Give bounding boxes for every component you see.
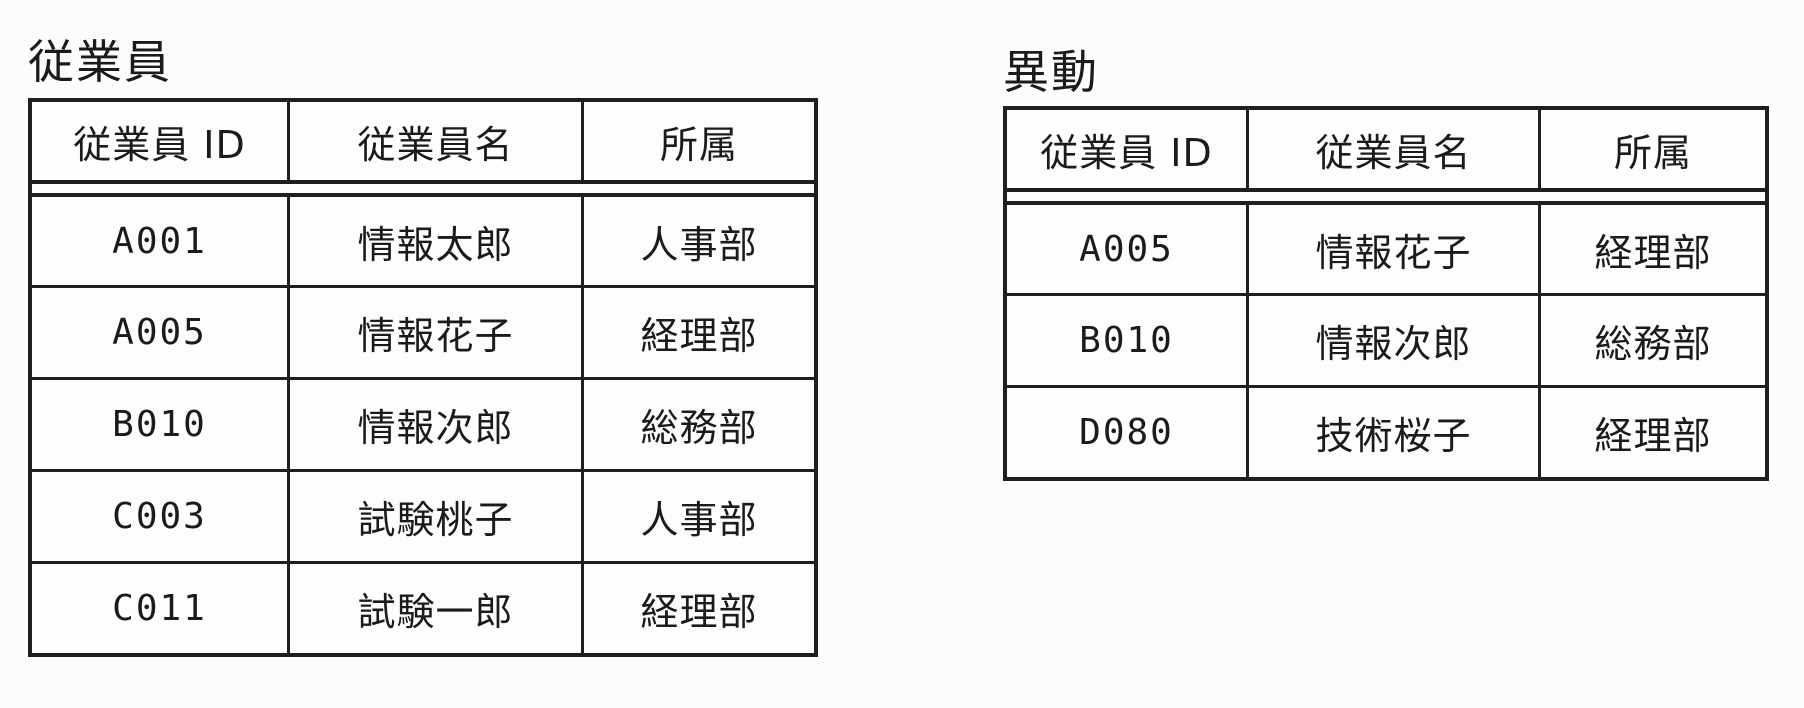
table-row: D080 技術桜子 経理部 [1007, 385, 1765, 477]
employee-name-cell: 情報花子 [290, 288, 584, 377]
column-header-employee-id: 従業員 ID [1007, 110, 1249, 188]
column-header-employee-name: 従業員名 [290, 102, 584, 180]
table-row: A005 情報花子 経理部 [1007, 201, 1765, 293]
employee-id-cell: D080 [1007, 388, 1249, 477]
employee-name-cell: 情報次郎 [290, 380, 584, 469]
employee-id-cell: C011 [32, 564, 290, 653]
department-cell: 総務部 [640, 406, 758, 450]
department-cell: 総務部 [1594, 322, 1712, 366]
employee-id-cell: A005 [32, 288, 290, 377]
table-row: B010 情報次郎 総務部 [32, 377, 814, 469]
column-header-department: 所属 [1613, 130, 1692, 175]
employee-id-cell: C003 [32, 472, 290, 561]
employee-id-cell: A005 [1007, 205, 1249, 293]
employee-name-cell: 試験桃子 [290, 472, 584, 561]
employees-table-title: 従業員 [28, 35, 172, 89]
table-row: A001 情報太郎 人事部 [32, 193, 814, 285]
transfers-table: 従業員 ID 従業員名 所属 A005 情報花子 経理部 B010 情報次郎 総… [1003, 106, 1769, 481]
employee-name-cell: 情報次郎 [1249, 296, 1541, 385]
transfers-table-title: 異動 [1003, 45, 1099, 99]
column-header-employee-name: 従業員名 [1249, 110, 1541, 188]
double-rule-gap [32, 184, 814, 193]
employee-name-cell: 試験一郎 [290, 564, 584, 653]
department-cell: 人事部 [640, 498, 758, 542]
employee-id-cell: B010 [1007, 296, 1249, 385]
table-row: B010 情報次郎 総務部 [1007, 293, 1765, 385]
column-header-department: 所属 [659, 122, 738, 167]
table-row: C011 試験一郎 経理部 [32, 561, 814, 653]
transfers-header-row: 従業員 ID 従業員名 所属 [1007, 110, 1765, 192]
department-cell: 人事部 [640, 222, 758, 267]
employees-table: 従業員 ID 従業員名 所属 A001 情報太郎 人事部 A005 情報花子 経… [28, 98, 818, 657]
department-cell: 経理部 [1594, 230, 1712, 275]
table-row: A005 情報花子 経理部 [32, 285, 814, 377]
double-rule-gap [1007, 192, 1765, 201]
employee-name-cell: 技術桜子 [1249, 388, 1541, 477]
department-cell: 経理部 [1594, 414, 1712, 458]
department-cell: 経理部 [640, 314, 758, 358]
employee-id-cell: A001 [32, 197, 290, 285]
department-cell: 経理部 [640, 590, 758, 634]
employee-id-cell: B010 [32, 380, 290, 469]
employee-name-cell: 情報花子 [1249, 205, 1541, 293]
column-header-employee-id: 従業員 ID [32, 102, 290, 180]
employees-header-row: 従業員 ID 従業員名 所属 [32, 102, 814, 184]
employee-name-cell: 情報太郎 [290, 197, 584, 285]
table-row: C003 試験桃子 人事部 [32, 469, 814, 561]
